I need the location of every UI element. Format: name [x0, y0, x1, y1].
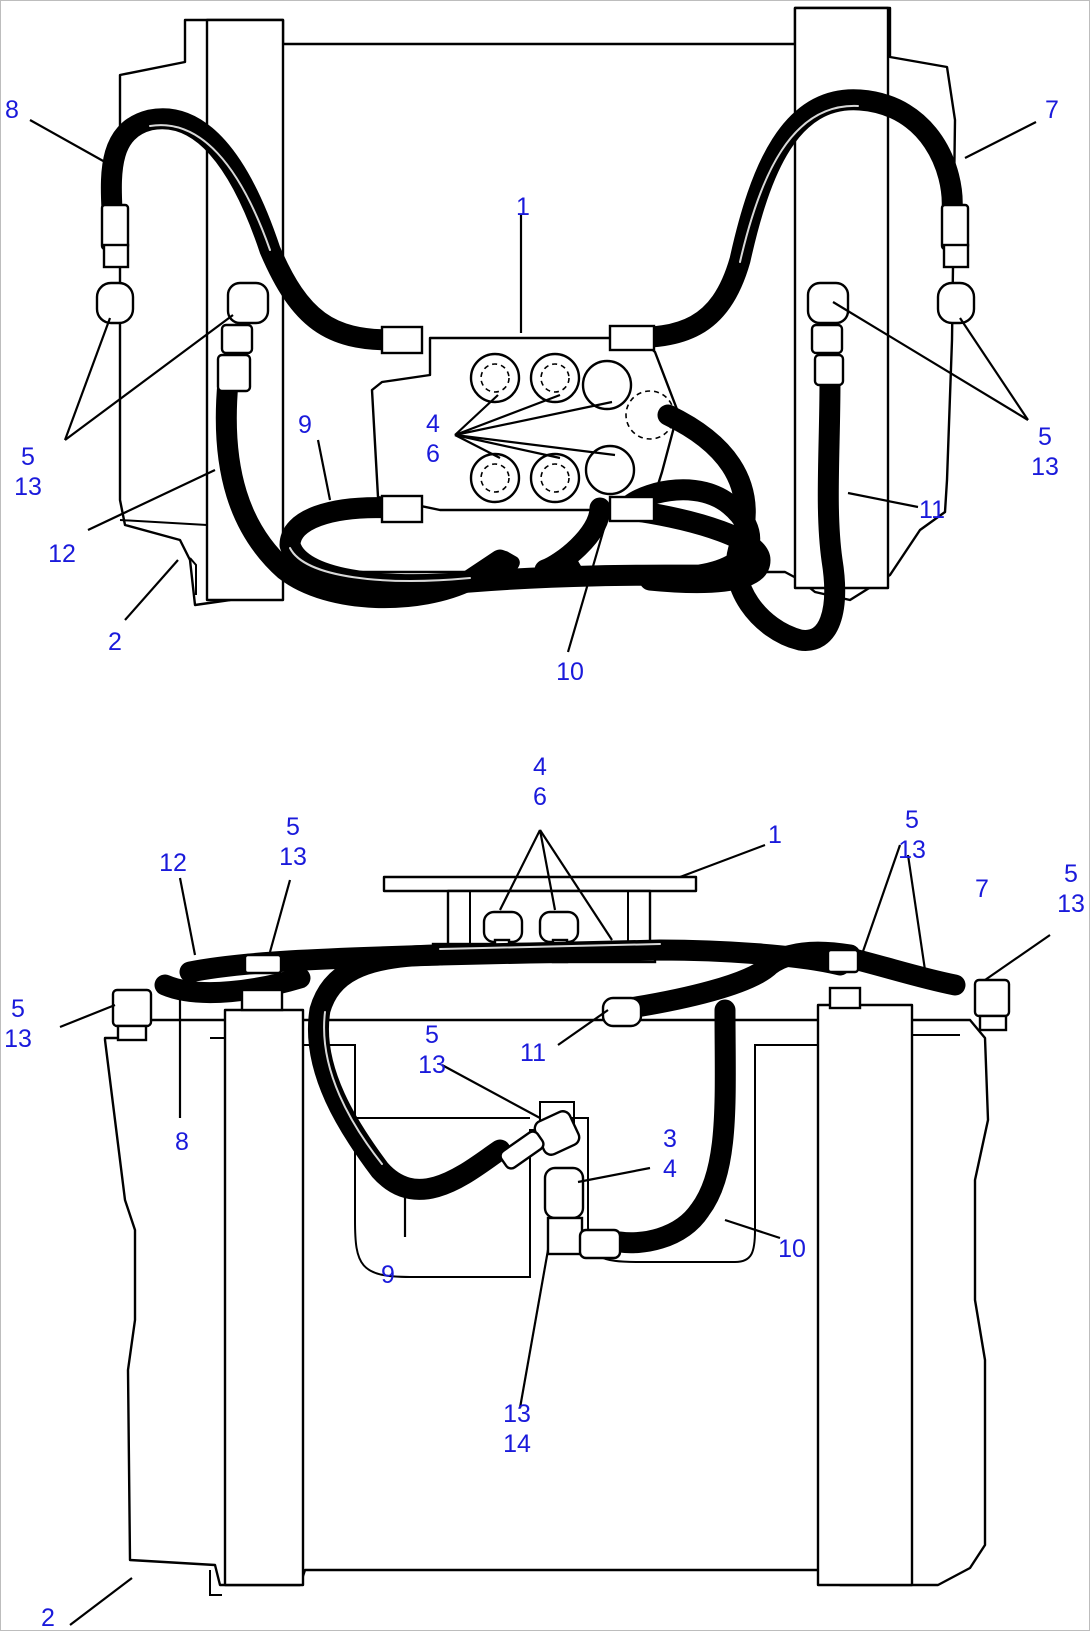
top-hose-fittings: [95, 203, 976, 586]
callout-s8: 8: [175, 1128, 189, 1156]
callout-s9: 9: [381, 1261, 395, 1289]
side-manifold-plate: [382, 875, 698, 893]
top-leader-lines: [29, 119, 1037, 653]
callout-s12: 12: [159, 849, 187, 877]
side-left-column: [223, 1008, 305, 1587]
callout-t12: 12: [48, 540, 76, 568]
side-hoses: [154, 939, 966, 1254]
callout-s7: 7: [975, 875, 989, 903]
callout-s11: 11: [520, 1039, 546, 1067]
callout-t9: 9: [298, 411, 312, 439]
side-hose-fittings: [111, 948, 1011, 1260]
callout-t8: 8: [5, 96, 19, 124]
top-manifold-fittings: [469, 352, 675, 504]
callout-s1: 1: [768, 821, 782, 849]
side-right-column: [816, 1003, 914, 1587]
side-view-illustration: [59, 829, 1051, 1626]
callout-t1: 1: [516, 193, 530, 221]
callout-s2: 2: [41, 1604, 55, 1631]
callout-t2: 2: [108, 628, 122, 656]
top-frame-body: [118, 6, 957, 607]
callout-s10: 10: [778, 1235, 806, 1263]
callout-t7: 7: [1045, 96, 1059, 124]
callout-t11: 11: [919, 496, 945, 524]
side-leader-lines: [59, 829, 1051, 1626]
callout-t10: 10: [556, 658, 584, 686]
top-view-illustration: [29, 6, 1037, 653]
